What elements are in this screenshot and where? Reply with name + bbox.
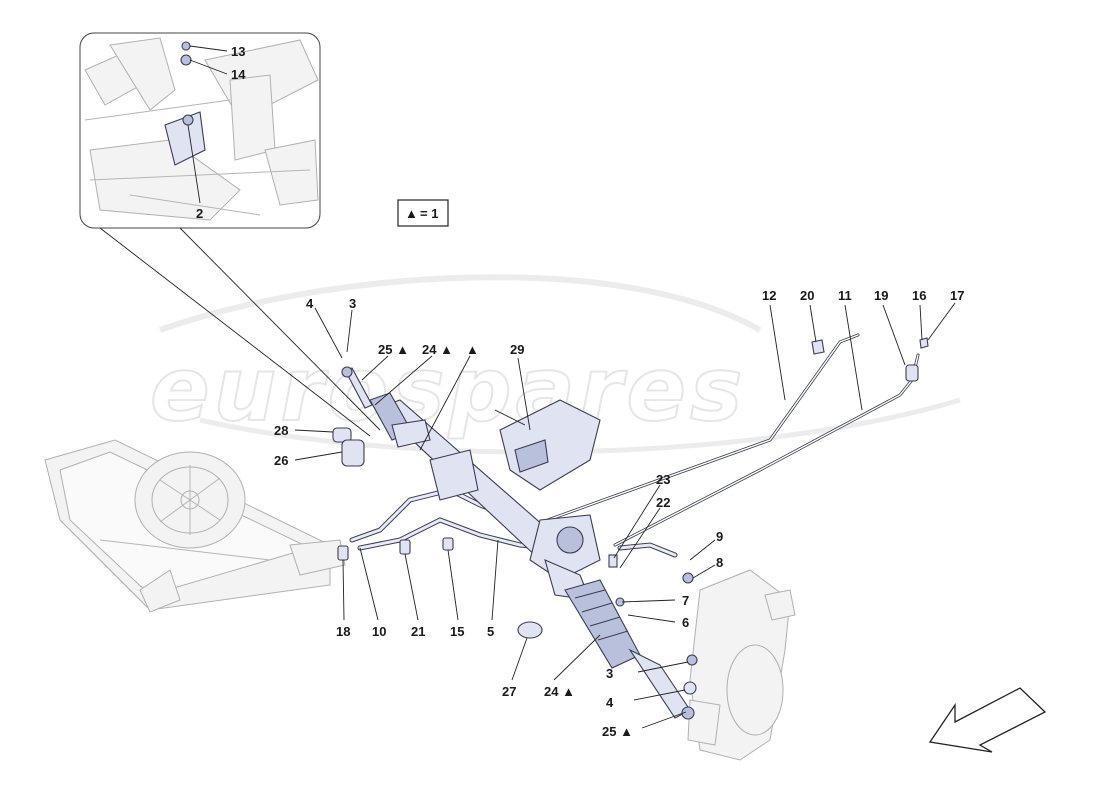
callout-26: 26 — [274, 453, 288, 468]
callout-21: 21 — [411, 624, 425, 639]
callout-23: 23 — [656, 472, 670, 487]
steering-knuckle — [687, 569, 796, 761]
callout-5: 5 — [487, 624, 494, 639]
callout-4b: 4 — [606, 695, 614, 710]
callout-18: 18 — [336, 624, 350, 639]
part-8 — [682, 572, 694, 584]
legend-marker: ▲ — [405, 206, 418, 221]
steering-bracket — [494, 399, 601, 491]
inset-body-structure — [84, 37, 319, 221]
callout-2: 2 — [196, 206, 203, 221]
callout-4a: 4 — [306, 296, 314, 311]
watermark-text: eurospares — [150, 338, 746, 441]
direction-arrow-icon — [928, 687, 1047, 753]
hydraulic-lines — [518, 333, 929, 547]
callout-25a: 25 ▲ — [378, 342, 409, 357]
callout-24a: 24 ▲ — [422, 342, 453, 357]
callout-24b: 24 ▲ — [544, 684, 575, 699]
part-26 — [341, 439, 365, 467]
callout-15: 15 — [450, 624, 464, 639]
small-parts — [332, 427, 698, 695]
part-3b — [686, 654, 698, 666]
leader-lines — [294, 302, 956, 729]
radiator-fan-assembly — [44, 439, 346, 613]
callouts: 4 3 25 ▲ 24 ▲ ▲ 29 28 26 12 20 11 19 16 … — [274, 288, 964, 739]
part-23 — [608, 554, 618, 568]
part-27 — [517, 621, 543, 639]
callout-22: 22 — [656, 495, 670, 510]
callout-17: 17 — [950, 288, 964, 303]
callout-20: 20 — [800, 288, 814, 303]
callout-3b: 3 — [606, 666, 613, 681]
callout-11: 11 — [838, 288, 852, 303]
callout-25b: 25 ▲ — [602, 724, 633, 739]
callout-triangle: ▲ — [466, 342, 479, 357]
detail-inset: 13 14 2 — [79, 32, 381, 437]
part-28 — [332, 427, 352, 443]
part-4b — [683, 681, 697, 695]
callout-12: 12 — [762, 288, 776, 303]
callout-6: 6 — [682, 615, 689, 630]
callout-13: 13 — [231, 44, 245, 59]
callout-7: 7 — [682, 593, 689, 608]
callout-29: 29 — [510, 342, 524, 357]
part-21 — [399, 539, 411, 555]
legend-text: = 1 — [420, 206, 438, 221]
callout-8: 8 — [716, 555, 723, 570]
callout-16: 16 — [912, 288, 926, 303]
steering-rack — [341, 366, 695, 720]
watermark: eurospares — [149, 274, 961, 455]
part-18 — [337, 545, 349, 561]
part-15 — [442, 537, 454, 551]
callout-28: 28 — [274, 423, 288, 438]
callout-14: 14 — [231, 67, 246, 82]
callout-9: 9 — [716, 529, 723, 544]
callout-19: 19 — [874, 288, 888, 303]
callout-10: 10 — [372, 624, 386, 639]
callout-27: 27 — [502, 684, 516, 699]
callout-3a: 3 — [349, 296, 356, 311]
legend-box: ▲ = 1 — [397, 199, 449, 227]
